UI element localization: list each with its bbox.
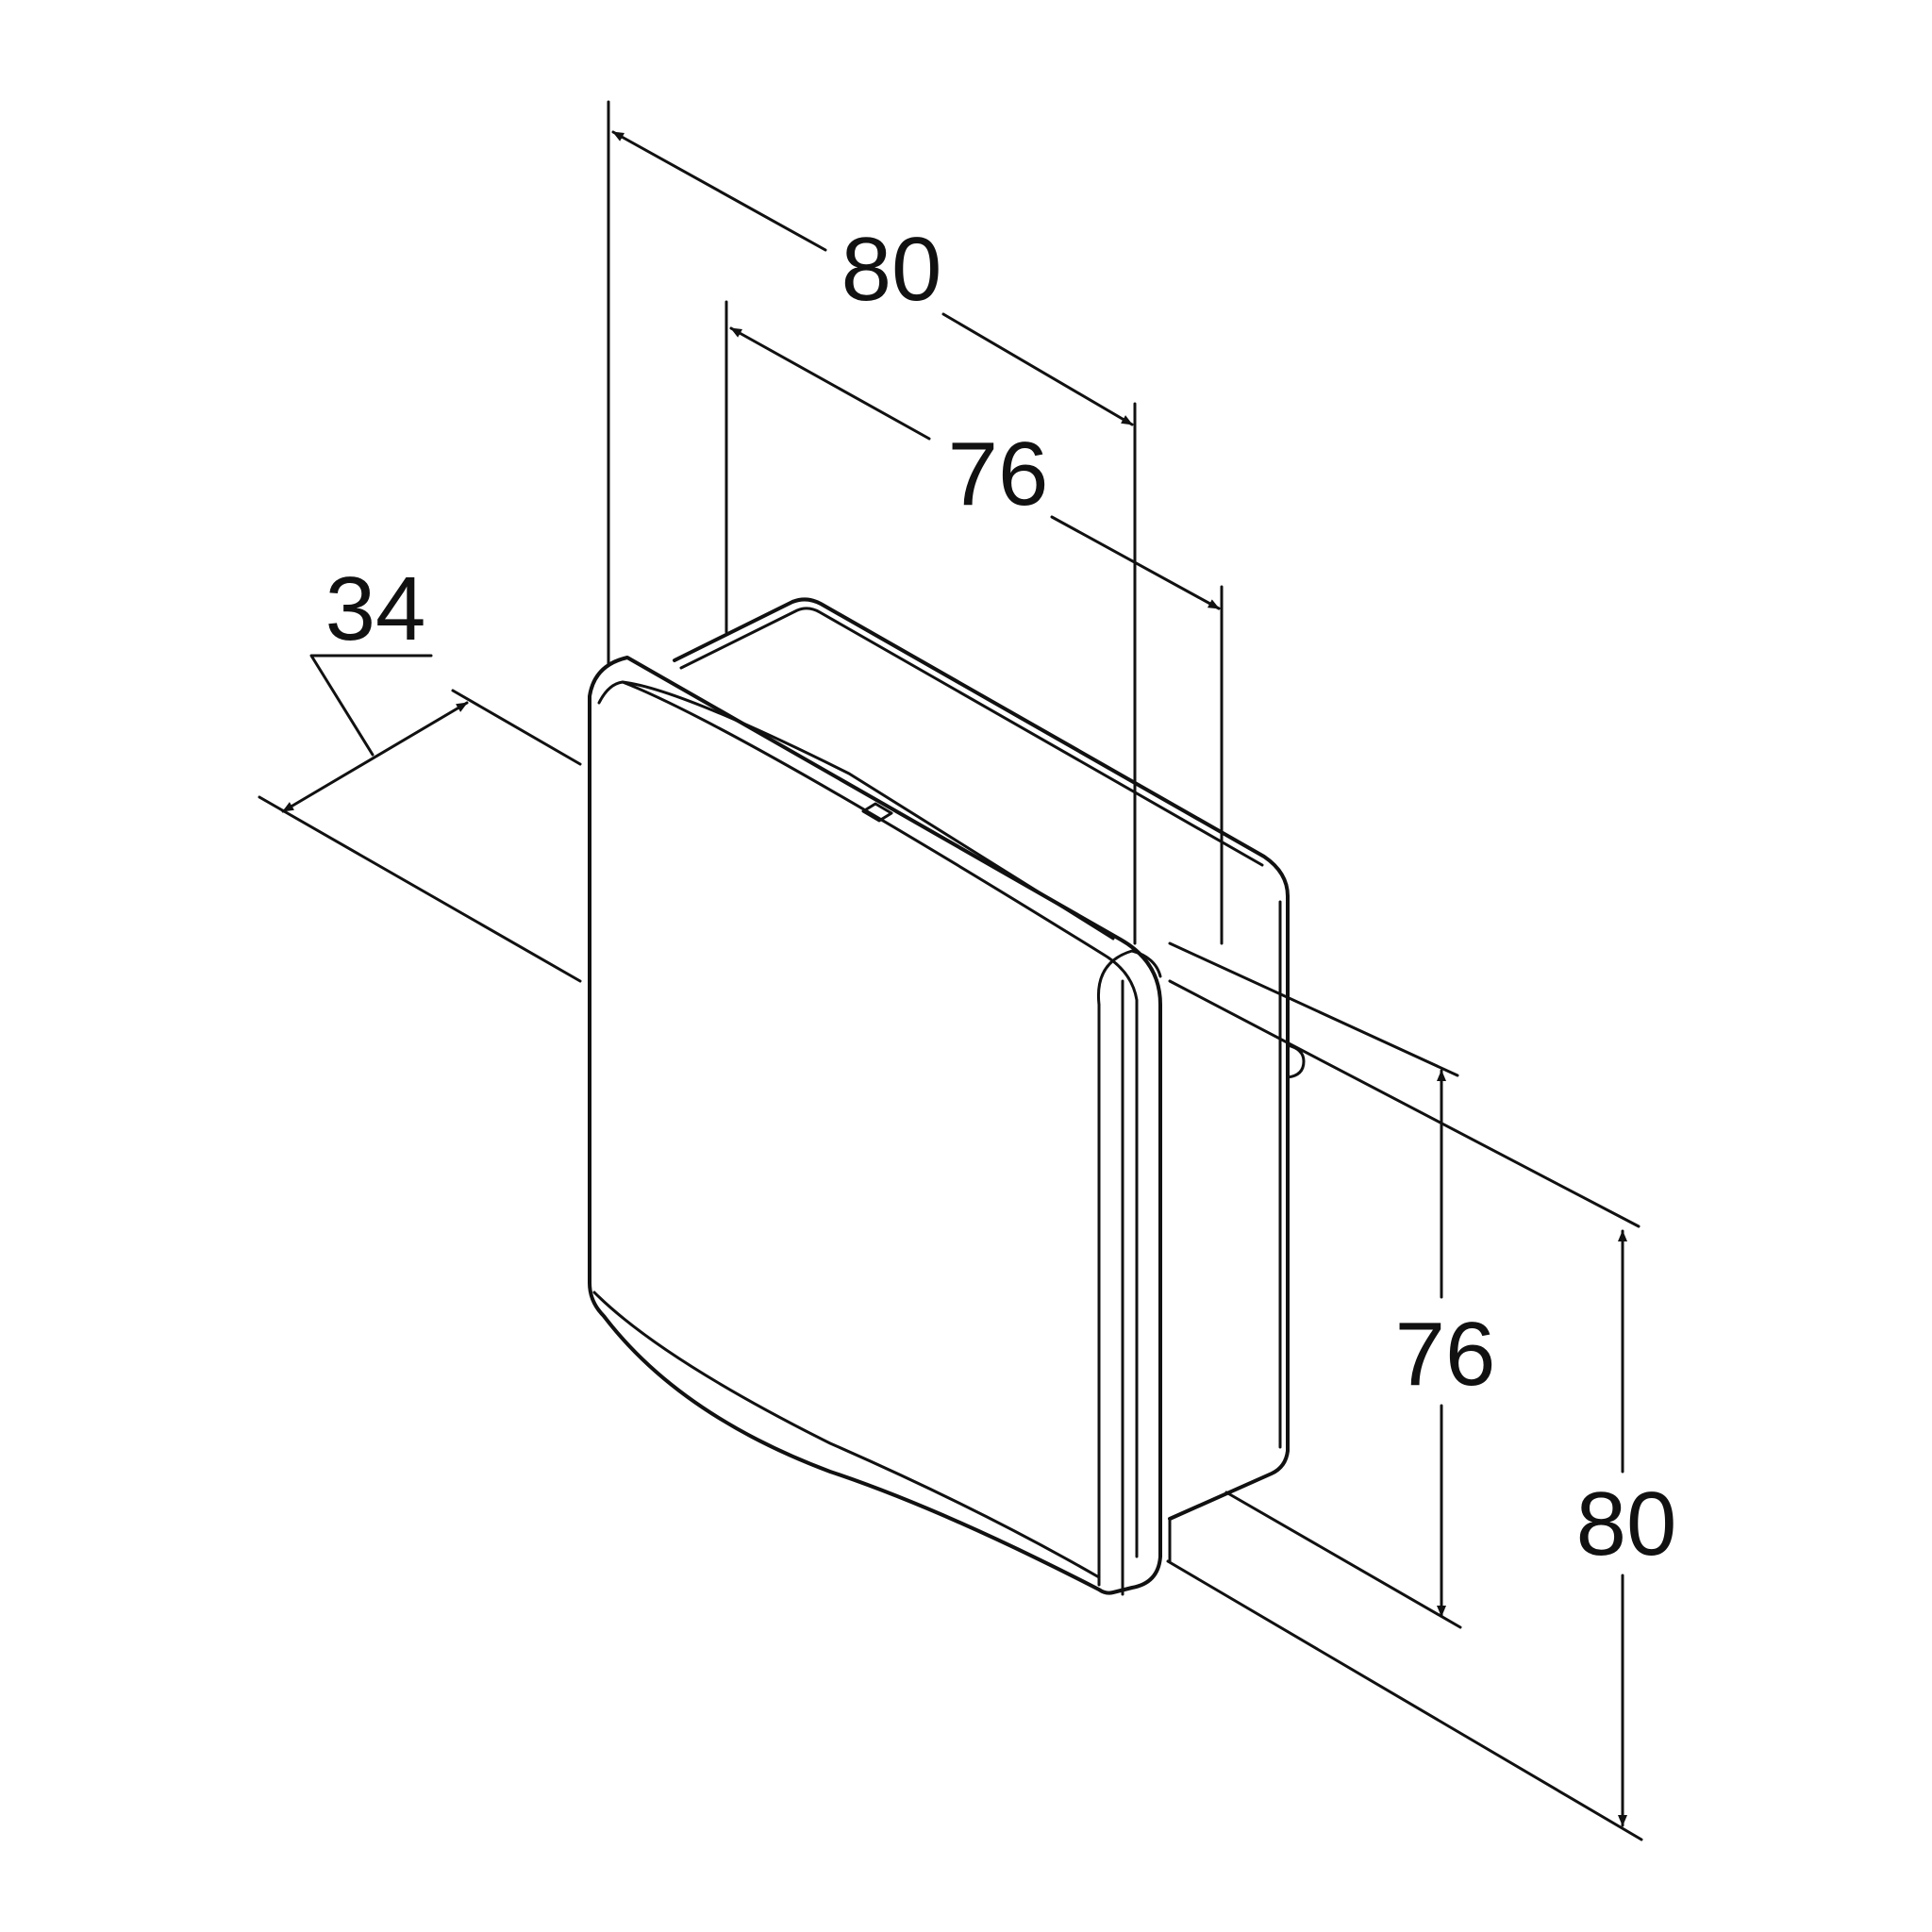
label-outer-width: 80	[841, 219, 942, 320]
label-inner-height: 76	[1395, 1304, 1496, 1405]
housing-top-face-inner	[679, 607, 1264, 867]
front-cover-bottom-curve	[592, 1291, 1101, 1579]
dim-outer-width-seg2	[941, 312, 1134, 426]
device-outline	[588, 597, 1306, 1596]
ext-outer-height-bottom	[1166, 1559, 1643, 1841]
front-cover-outer	[588, 656, 1162, 1595]
dim-outer-width-seg1	[611, 130, 827, 252]
ext-depth-bottom	[258, 795, 582, 983]
dim-inner-width-seg1	[729, 326, 931, 441]
dim-depth-leader	[309, 654, 433, 757]
ext-inner-height-bottom	[1224, 1491, 1462, 1629]
front-cover-inner-edge	[597, 680, 1139, 1558]
dimension-lines	[258, 100, 1643, 1841]
ext-inner-height-top	[1168, 941, 1459, 1077]
front-cover-corner-tr	[1096, 949, 1162, 1007]
front-cover-top-curve	[621, 680, 1115, 941]
label-depth: 34	[325, 558, 426, 659]
top-notch	[861, 802, 893, 823]
label-outer-height: 80	[1576, 1474, 1677, 1574]
dimension-labels: 80 76 34 76 80	[325, 219, 1677, 1574]
ext-depth-top	[451, 689, 582, 766]
label-inner-width: 76	[948, 424, 1049, 525]
dim-inner-width-seg2	[1050, 515, 1221, 610]
housing-top-face	[673, 597, 1290, 898]
ext-outer-height-top	[1168, 979, 1641, 1228]
housing-right-face	[1168, 894, 1290, 1521]
dim-depth	[281, 701, 469, 813]
